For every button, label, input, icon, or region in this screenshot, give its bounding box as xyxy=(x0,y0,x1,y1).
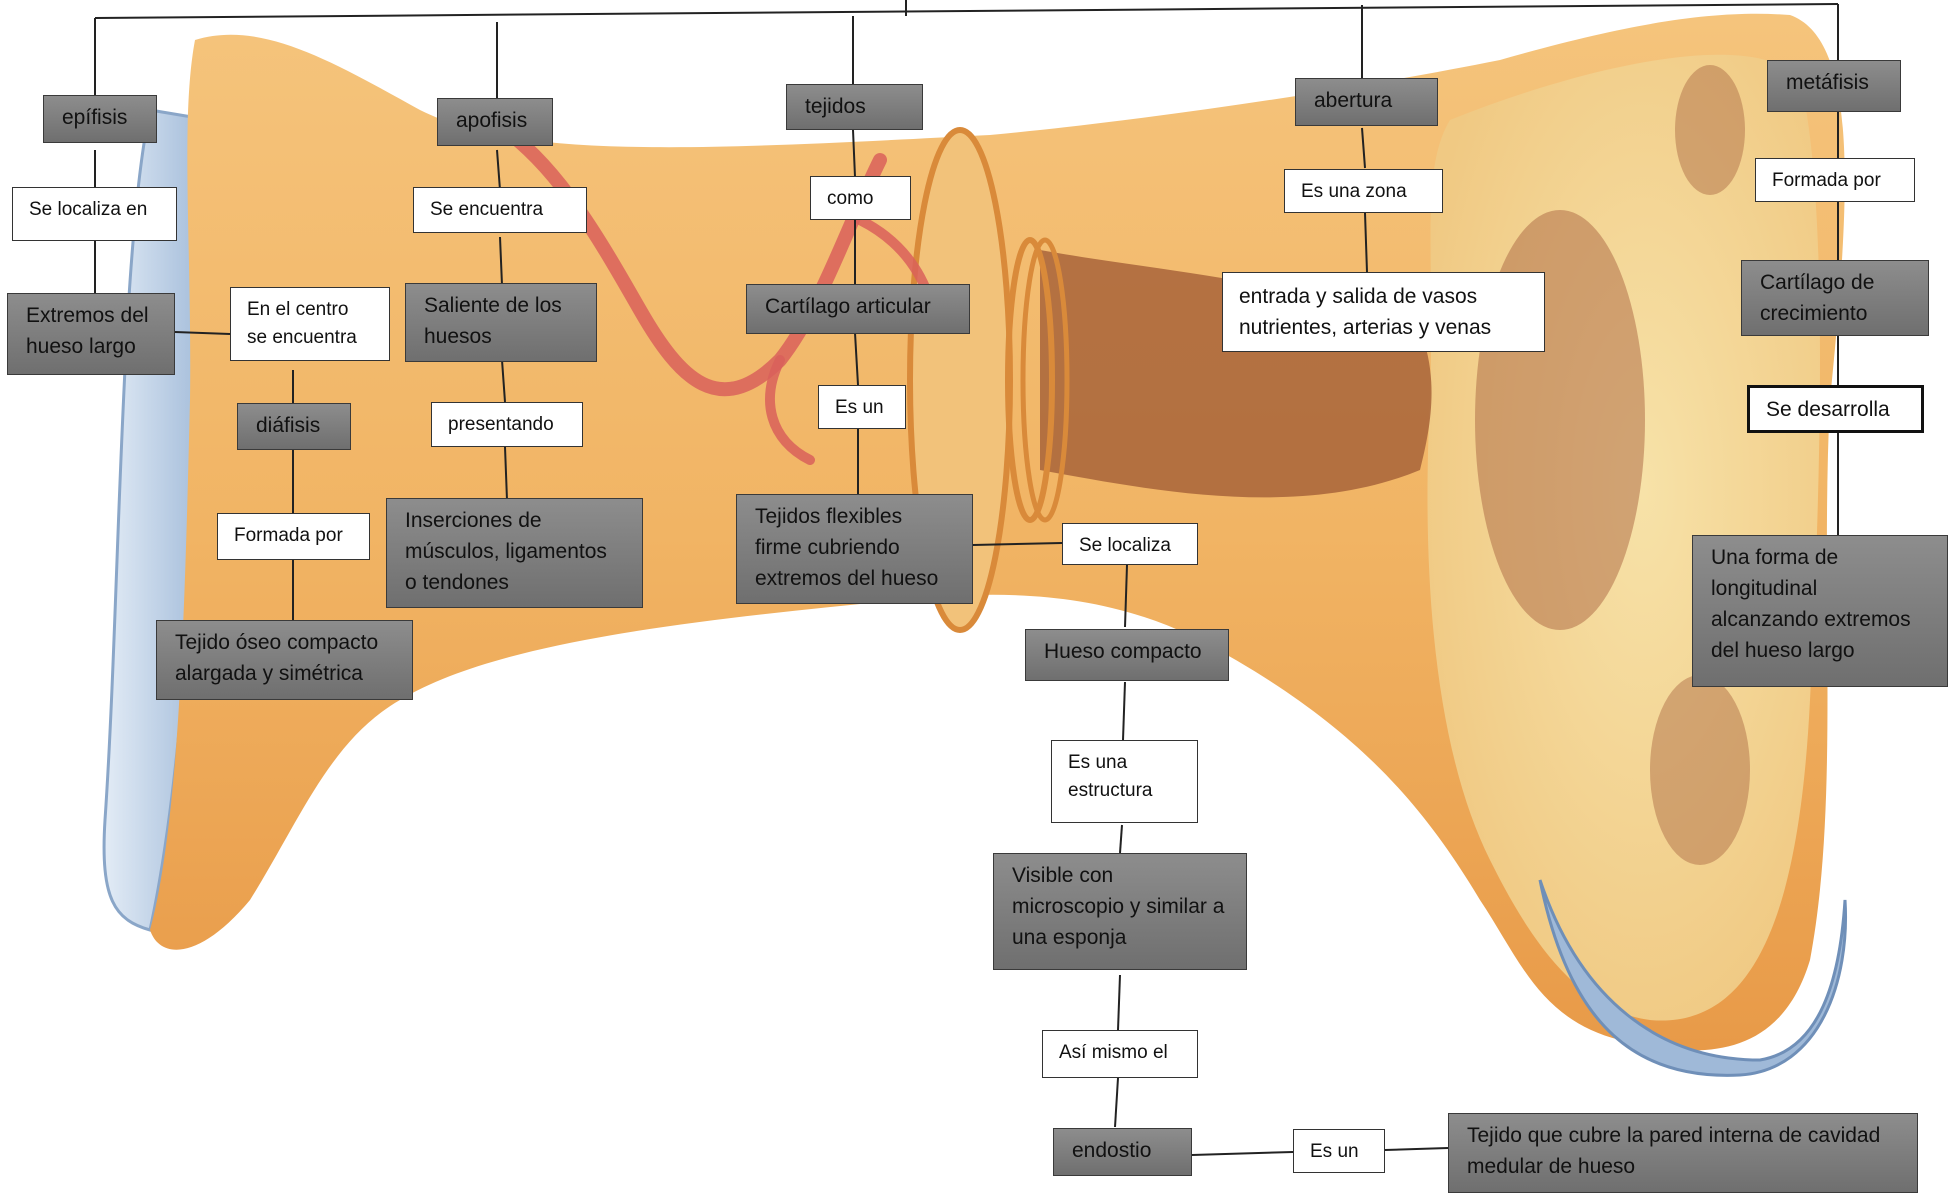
link-se-desarrolla: Se desarrolla xyxy=(1747,385,1924,433)
line-esun-tejido xyxy=(1385,1148,1448,1150)
saliente-huesos-node: Saliente de los huesos xyxy=(405,283,597,362)
inserciones-node: Inserciones de músculos, ligamentos o te… xyxy=(386,498,643,608)
line-asimismo-endostio xyxy=(1115,1078,1118,1127)
metafisis-node: metáfisis xyxy=(1767,60,1901,112)
abertura-node: abertura xyxy=(1295,78,1438,126)
cartilago-articular-node: Cartílago articular xyxy=(746,284,970,334)
extremos-hueso-largo-node: Extremos del hueso largo xyxy=(7,293,175,375)
hueso-compacto-node: Hueso compacto xyxy=(1025,629,1229,681)
link-formada-por-metafisis: Formada por xyxy=(1755,158,1915,202)
entrada-salida-vasos-node: entrada y salida de vasos nutrientes, ar… xyxy=(1222,272,1545,352)
line-compacto-estructura xyxy=(1123,682,1125,740)
diafisis-node: diáfisis xyxy=(237,403,351,450)
link-se-localiza-en: Se localiza en xyxy=(12,187,177,241)
link-asi-mismo-el: Así mismo el xyxy=(1042,1030,1198,1078)
epifisis-node: epífisis xyxy=(43,95,157,143)
line-estructura-visible xyxy=(1120,825,1122,853)
line-localiza-compacto xyxy=(1125,565,1127,627)
link-es-una-estructura: Es una estructura xyxy=(1051,740,1198,823)
tejido-oseo-compacto-node: Tejido óseo compacto alargada y simétric… xyxy=(156,620,413,700)
line-extremos-centro xyxy=(175,332,230,334)
link-es-un-endostio: Es un xyxy=(1293,1129,1385,1173)
tejidos-flexibles-node: Tejidos flexibles firme cubriendo extrem… xyxy=(736,494,973,604)
link-presentando: presentando xyxy=(431,402,583,447)
visible-microscopio-node: Visible con microscopio y similar a una … xyxy=(993,853,1247,970)
link-es-un: Es un xyxy=(818,385,906,429)
top-bar-line xyxy=(95,4,1838,18)
endostio-description-node: Tejido que cubre la pared interna de cav… xyxy=(1448,1113,1918,1193)
link-como: como xyxy=(810,176,911,220)
link-formada-por-diafisis: Formada por xyxy=(217,513,370,560)
endostio-node: endostio xyxy=(1053,1128,1192,1176)
apofisis-node: apofisis xyxy=(437,98,553,146)
line-visible-asimismo xyxy=(1118,975,1120,1030)
link-se-localiza: Se localiza xyxy=(1062,523,1198,565)
cartilago-crecimiento-node: Cartílago de crecimiento xyxy=(1741,260,1929,336)
link-es-una-zona: Es una zona xyxy=(1284,169,1443,213)
link-se-encuentra: Se encuentra xyxy=(413,187,587,233)
line-abertura xyxy=(1362,5,1367,272)
forma-longitudinal-node: Una forma de longitudinal alcanzando ext… xyxy=(1692,535,1948,687)
tejidos-node: tejidos xyxy=(786,84,923,130)
link-en-el-centro: En el centro se encuentra xyxy=(230,287,390,361)
line-flexibles-localiza xyxy=(973,543,1062,545)
line-endostio-esun xyxy=(1192,1152,1293,1155)
